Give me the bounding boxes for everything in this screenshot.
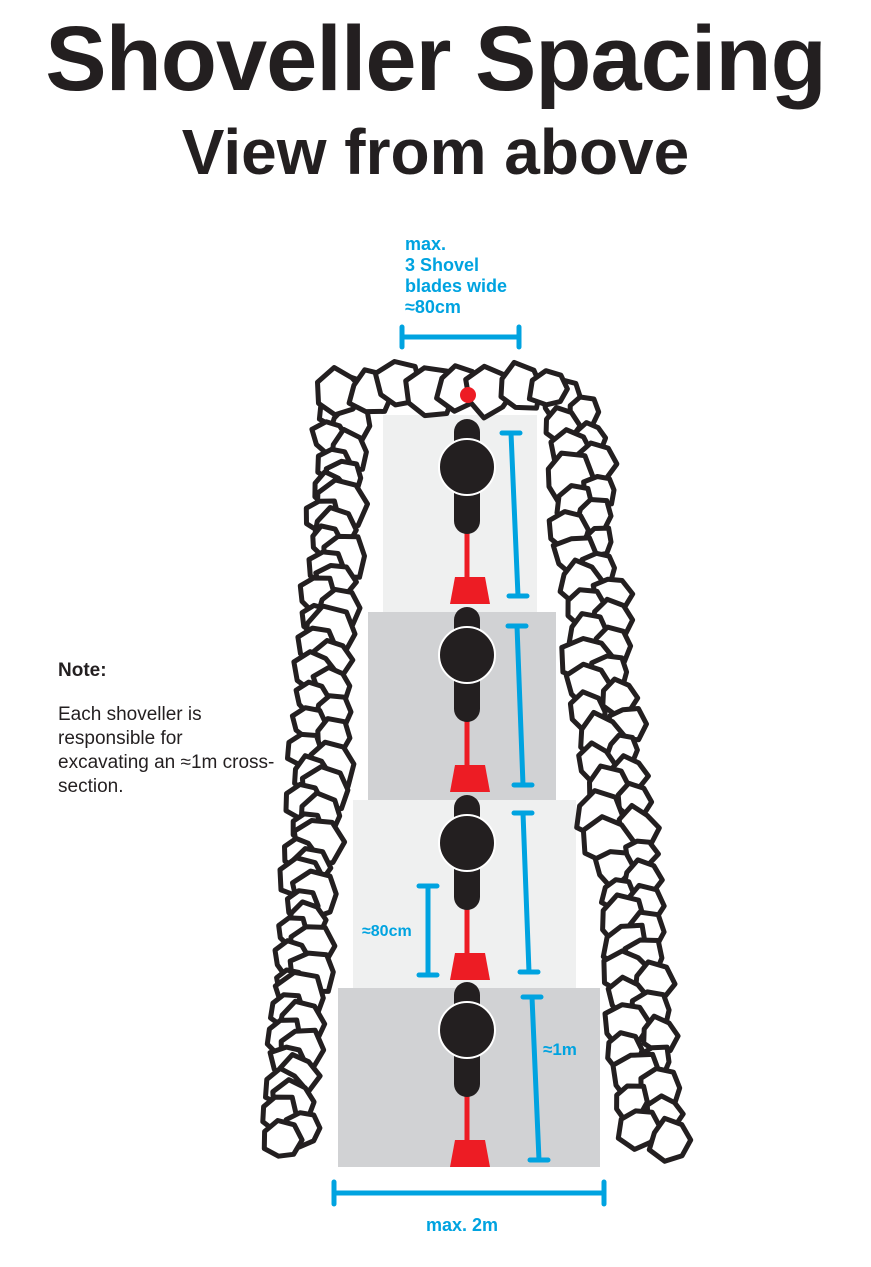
label-line: 3 Shovel [405, 255, 480, 275]
dimension-line [499, 430, 530, 599]
shoveller [438, 795, 496, 980]
label-line: max. [405, 234, 447, 254]
max-width-label: max. 2m [426, 1215, 499, 1235]
shoveller [438, 419, 496, 604]
shoveller-head [438, 626, 496, 684]
shovel-spacing-label: ≈80cm [362, 923, 412, 940]
dimension-line [505, 623, 535, 788]
dimension-line [511, 810, 541, 975]
dimension-line [399, 324, 522, 350]
shoveller-head [438, 814, 496, 872]
dimension-line [331, 1179, 607, 1207]
shovellers [438, 387, 496, 1167]
snow-block [261, 1118, 305, 1159]
shoveller-head [438, 438, 496, 496]
shovel-blade [450, 765, 490, 792]
snow-block [526, 368, 570, 408]
shoveller-head [438, 1001, 496, 1059]
shovel-blade [450, 1140, 490, 1167]
note-heading: Note: [58, 660, 107, 681]
shoveller [438, 982, 496, 1167]
label-line: blades wide [405, 276, 508, 296]
shovel-blade [450, 577, 490, 604]
shovel-blade [450, 953, 490, 980]
dimension-lines [331, 324, 607, 1207]
probe-marker [460, 387, 476, 403]
dimension-line [416, 883, 440, 978]
dimension-line [520, 994, 551, 1163]
snow-block [646, 1115, 694, 1164]
page-subtitle: View from above [181, 116, 690, 188]
snow-blocks-wall [260, 359, 694, 1164]
section-length-label: ≈1m [543, 1040, 577, 1059]
shoveller [438, 607, 496, 792]
page-title: Shoveller Spacing [45, 8, 827, 110]
top-width-label: max. 3 Shovel blades wide ≈80cm [405, 234, 507, 318]
label-line: ≈80cm [405, 297, 461, 317]
note-body: Each shoveller is responsible for excava… [58, 704, 275, 797]
